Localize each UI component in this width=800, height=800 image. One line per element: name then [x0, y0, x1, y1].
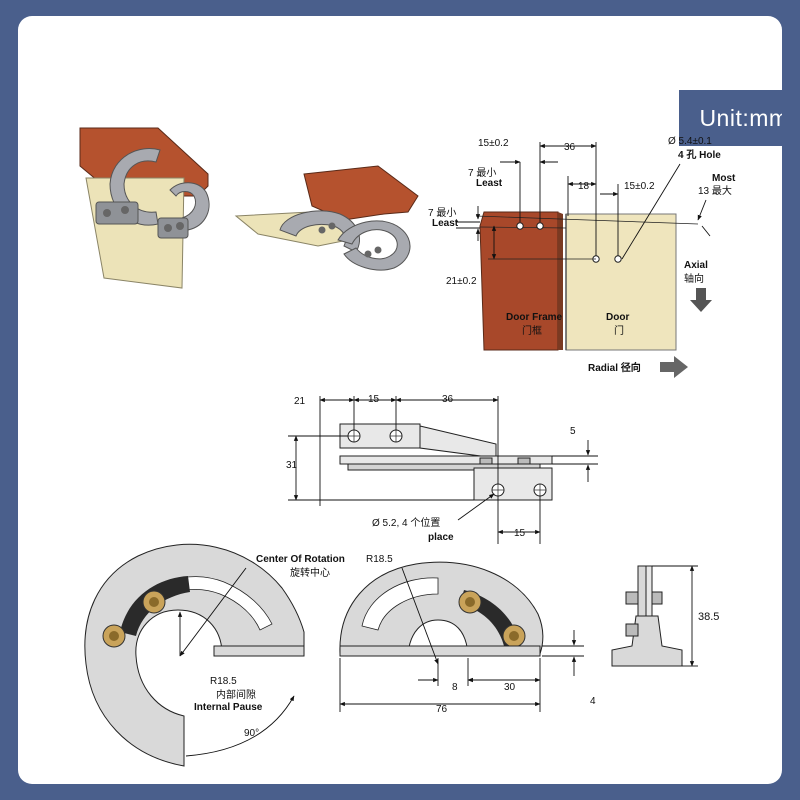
side-view: 21 15 36 5 31 Ø 5.2, 4 个位置 place 15: [286, 394, 598, 544]
least-side-num: 7 最小: [428, 207, 456, 219]
most-label: Most: [712, 173, 736, 184]
unit-badge: Unit:mm: [679, 90, 782, 146]
internal-pause-label: Internal Pause: [194, 702, 263, 713]
dim-36-install: 36: [564, 142, 576, 153]
hinge-illustration-open: [234, 165, 419, 271]
door-label: Door: [606, 312, 629, 323]
dim-15-side: 15: [368, 394, 380, 405]
radial-label: Radial 径向: [588, 361, 641, 374]
dim-31-side: 31: [286, 460, 298, 471]
front-view-open: Center Of Rotation R18.5 旋转中心 R18.5 内部间隙…: [84, 543, 393, 767]
door-frame-shape: [479, 211, 559, 351]
center-of-rotation-label: Center Of Rotation: [256, 554, 345, 565]
axial-label-cn: 轴向: [684, 272, 704, 285]
dim-15-right: 15±0.2: [624, 181, 655, 192]
hole-note: Ø 5.2, 4 个位置: [372, 516, 440, 529]
center-radius-label: R18.5: [366, 554, 393, 565]
most-num: 13 最大: [698, 184, 732, 197]
technical-drawing: 15±0.2 36 Ø 5.4±0.1 4 孔 Hole 7 最小 Least …: [79, 127, 736, 767]
drawing-sheet: Unit:mm: [18, 16, 782, 784]
least-top-label: Least: [476, 178, 503, 189]
dim-8: 8: [452, 682, 458, 693]
inner-gap-cn: 内部间隙: [216, 688, 256, 701]
dim-30: 30: [504, 682, 516, 693]
least-top-num: 7 最小: [468, 167, 496, 179]
least-side-label: Least: [432, 218, 459, 229]
dim-15-top: 15±0.2: [478, 138, 509, 149]
hole-note-en: place: [428, 532, 454, 543]
dim-5-side: 5: [570, 426, 576, 437]
dim-4: 4: [590, 696, 596, 707]
end-view: 38.5: [611, 565, 719, 667]
dim-21: 21±0.2: [446, 276, 477, 287]
inner-radius-label: R18.5: [210, 676, 237, 687]
axial-arrow-icon: [690, 288, 712, 312]
door-label-cn: 门: [614, 324, 624, 337]
dim-38-5: 38.5: [698, 611, 719, 623]
dim-18: 18: [578, 181, 590, 192]
dim-36-side: 36: [442, 394, 454, 405]
door-frame-label: Door Frame: [506, 312, 563, 323]
door-shape: [565, 213, 677, 351]
installation-view: 15±0.2 36 Ø 5.4±0.1 4 孔 Hole 7 最小 Least …: [428, 136, 736, 378]
door-frame-label-cn: 门框: [522, 324, 542, 337]
hinge-illustration-closed: [79, 127, 210, 289]
angle-label: 90°: [244, 728, 259, 739]
hole-count-label: 4 孔 Hole: [678, 148, 721, 161]
front-view-closed: 8 30 76 4: [339, 561, 596, 715]
axial-label: Axial: [684, 260, 708, 271]
dim-21-side: 21: [294, 396, 306, 407]
dim-76: 76: [436, 704, 448, 715]
center-of-rotation-cn: 旋转中心: [290, 566, 330, 579]
dim-15-bottom: 15: [514, 528, 526, 539]
hole-diameter-label: Ø 5.4±0.1: [668, 136, 712, 147]
radial-arrow-icon: [660, 356, 688, 378]
